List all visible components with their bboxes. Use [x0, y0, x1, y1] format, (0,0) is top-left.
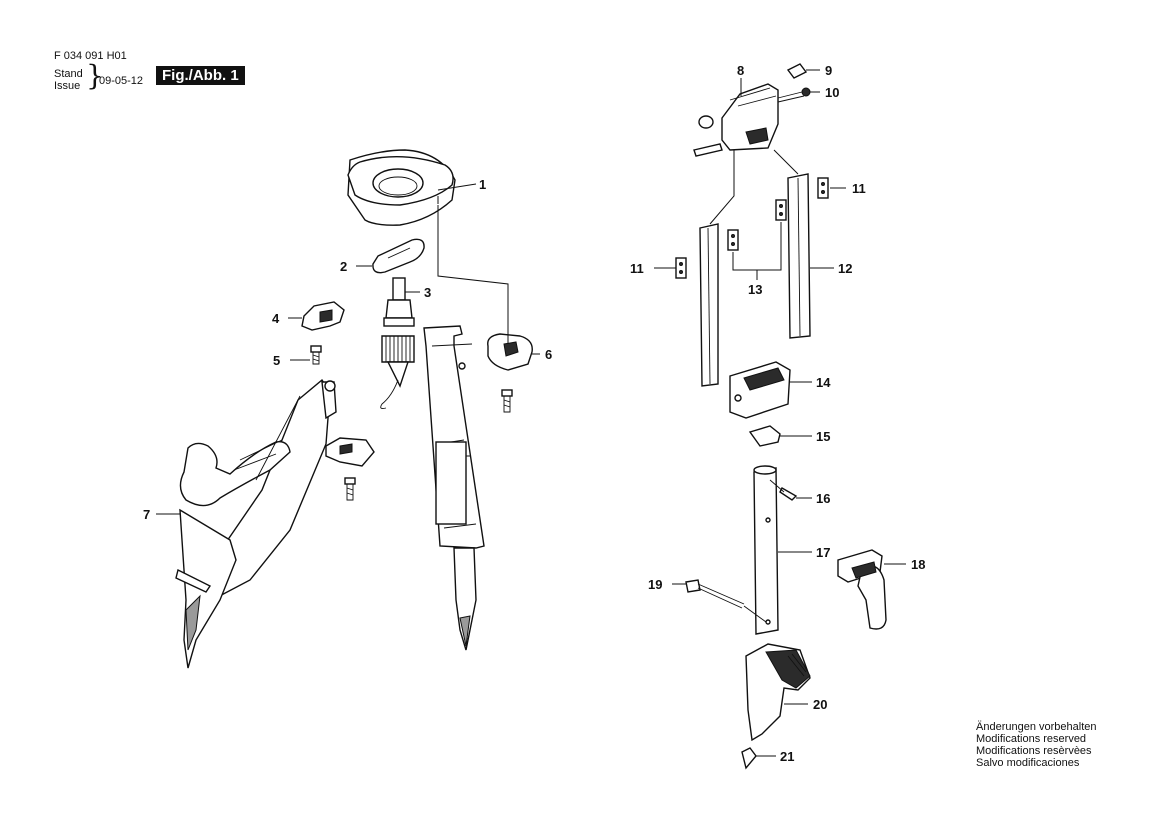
callout-21: 21 [780, 749, 794, 764]
callout-15: 15 [816, 429, 830, 444]
callout-5: 5 [273, 353, 280, 368]
footer-notice: Änderungen vorbehalten Modifications res… [976, 721, 1096, 769]
part-10-bolt [777, 87, 820, 103]
footer-line-fr: Modifications resèrvèes [976, 745, 1092, 757]
callout-3: 3 [424, 285, 431, 300]
part-4-clamp [288, 301, 345, 331]
part-8-hinge-block [693, 78, 779, 157]
brace-symbol: } [86, 59, 104, 92]
footer-line-en: Modifications reserved [976, 733, 1087, 745]
part-2-slotted-washer [356, 238, 425, 274]
part-5-screw [290, 345, 322, 365]
callout-9: 9 [825, 63, 832, 78]
part-9-sleeve [786, 63, 820, 79]
callout-2: 2 [340, 259, 347, 274]
callout-7: 7 [143, 507, 150, 522]
callout-11-left: 11 [630, 261, 644, 276]
part-20-foot [745, 643, 811, 742]
part-13-plates [727, 199, 787, 280]
figure-label: Fig./Abb. 1 [156, 66, 245, 85]
callout-8: 8 [737, 63, 744, 78]
left-rail [699, 150, 735, 387]
callout-19: 19 [648, 577, 662, 592]
callout-10: 10 [825, 85, 839, 100]
callout-20: 20 [813, 697, 827, 712]
issue-date: 09-05-12 [99, 75, 144, 87]
callout-6: 6 [545, 347, 552, 362]
part-16-screw [769, 479, 812, 501]
callout-13: 13 [748, 282, 762, 297]
callout-18: 18 [911, 557, 925, 572]
footer-line-de: Änderungen vorbehalten [976, 721, 1097, 733]
part-17-tube [753, 465, 812, 635]
part-12-rail [773, 149, 834, 339]
part-14-clamp-block [729, 361, 812, 419]
drawing-code: F 034 091 H01 [54, 50, 127, 62]
footer-line-es: Salvo modificaciones [976, 757, 1080, 769]
issue-label: Issue [54, 80, 81, 92]
stand-label: Stand [54, 68, 83, 80]
callout-17: 17 [816, 545, 830, 560]
callout-4: 4 [272, 311, 280, 326]
part-18-lever-clamp [837, 549, 906, 630]
part-6-bracket [437, 205, 540, 413]
part-3-spindle [380, 277, 420, 409]
callout-16: 16 [816, 491, 830, 506]
part-11-plates [654, 177, 846, 279]
callout-14: 14 [816, 375, 831, 390]
part-1-head-plate [347, 149, 477, 226]
part-7-leg-assembly [156, 378, 337, 669]
leg-clamp-assembly [325, 437, 375, 501]
callout-1: 1 [479, 177, 486, 192]
callout-11-right: 11 [852, 181, 866, 196]
part-21-tip [741, 747, 776, 770]
part-19-bolt [672, 579, 767, 623]
part-15-cap [748, 425, 812, 447]
callout-12: 12 [838, 261, 852, 276]
centre-leg [423, 325, 485, 651]
